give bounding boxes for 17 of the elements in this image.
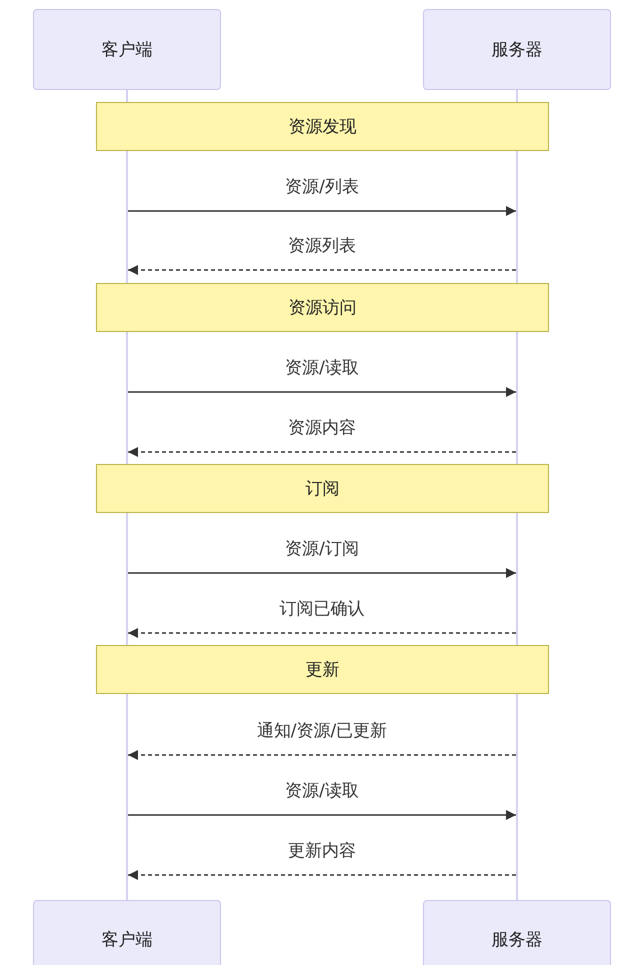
message-arrow (128, 206, 516, 216)
message-arrow (128, 750, 516, 760)
participant-box: 服务器 (423, 9, 611, 90)
message-arrow (128, 265, 516, 275)
note-band: 资源访问 (96, 283, 549, 332)
message-arrow (128, 810, 516, 820)
participant-box: 服务器 (423, 900, 611, 965)
message-arrow (128, 387, 516, 397)
participant-box: 客户端 (33, 9, 221, 90)
note-band: 更新 (96, 645, 549, 694)
message-arrow (128, 568, 516, 578)
participant-box: 客户端 (33, 900, 221, 965)
message-arrow (128, 447, 516, 457)
message-arrow (128, 870, 516, 880)
note-band: 订阅 (96, 464, 549, 513)
message-arrow (128, 628, 516, 638)
note-band: 资源发现 (96, 102, 549, 151)
